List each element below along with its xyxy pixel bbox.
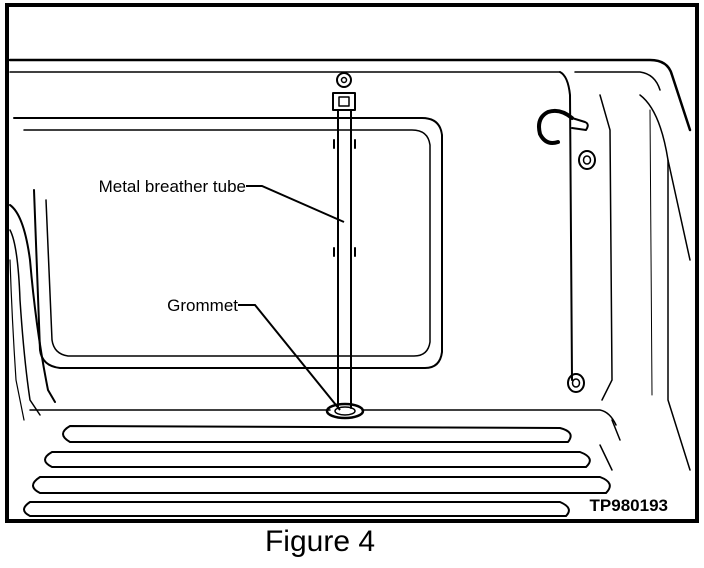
metal-breather-tube [332,72,356,409]
grommet-leader-line [238,304,341,411]
breather-tube-leader-line [246,185,345,223]
figure-illustration: Metal breather tube Grommet TP980193 [5,3,699,523]
grommet [325,402,365,420]
breather-tube-label: Metal breather tube [99,177,246,196]
truck-bed-drawing [8,58,692,517]
figure-caption: Figure 4 [264,525,376,558]
drawing-code-label: TP980193 [590,496,668,515]
grommet-label: Grommet [167,296,238,315]
